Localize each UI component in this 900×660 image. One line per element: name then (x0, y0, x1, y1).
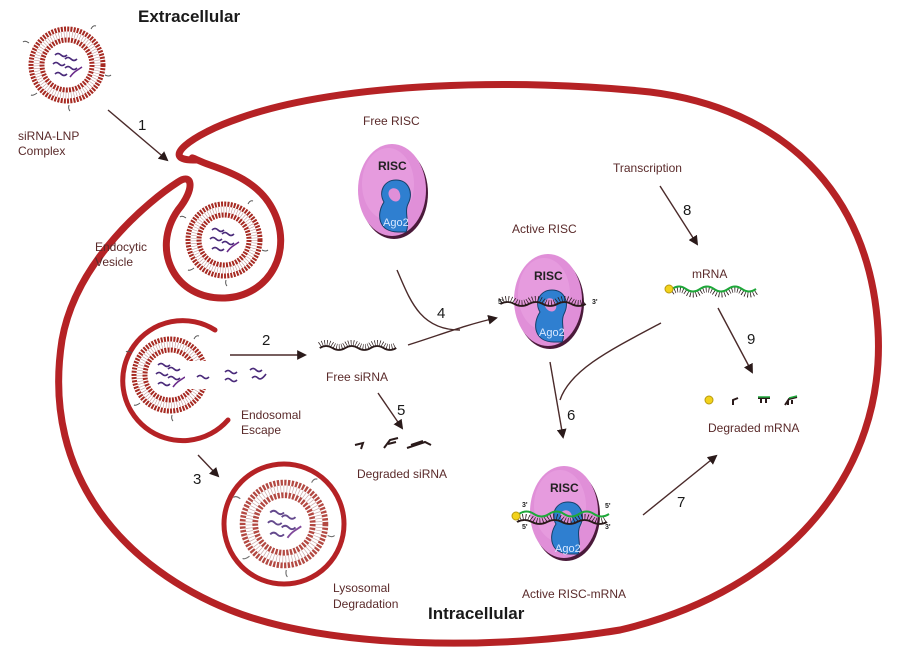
label-endosomal-escape-line2: Escape (241, 423, 281, 437)
label-active-risc: Active RISC (512, 222, 577, 236)
step-2-number: 2 (262, 332, 270, 349)
arrow-step-6-risc (549, 361, 567, 439)
risc-mrna-3prime-top: 3' (522, 502, 528, 509)
step-1-number: 1 (138, 117, 146, 134)
label-endosomal-escape-line1: Endosomal (241, 408, 301, 422)
label-lysosomal-degradation-line2: Degradation (333, 597, 398, 611)
label-endocytic-vesicle-line1: Endocytic (95, 240, 147, 254)
mrna-strand (664, 284, 758, 298)
degraded-sirna-fragments (354, 437, 432, 450)
step-6-number: 6 (567, 407, 575, 424)
released-sirna (196, 367, 267, 383)
risc-mrna-5prime-right: 5' (605, 503, 611, 510)
arrow-step-5 (377, 392, 404, 430)
step-3-number: 3 (193, 471, 201, 488)
active-risc-5prime: 5' (498, 299, 504, 306)
risc-mrna-cap-icon (511, 511, 521, 521)
label-endocytic-vesicle-line2: Vesicle (95, 255, 133, 269)
free-risc-ago2: Ago2 (383, 217, 409, 229)
label-sirna-lnp-line1: siRNA-LNP (18, 129, 79, 143)
arrow-step-1 (107, 109, 169, 162)
active-risc-3prime: 3' (592, 299, 598, 306)
active-risc-mrna-title: RISC (550, 481, 579, 495)
endocytic-vesicle-lnp (180, 201, 268, 286)
step-5-number: 5 (397, 402, 405, 419)
label-sirna-lnp-line2: Complex (18, 144, 65, 158)
label-active-risc-mrna: Active RISC-mRNA (522, 587, 626, 601)
label-mrna: mRNA (692, 267, 727, 281)
step-9-number: 9 (747, 331, 755, 348)
label-free-risc: Free RISC (363, 114, 420, 128)
degraded-mrna-cap-icon (704, 395, 714, 405)
arrow-step-8 (659, 185, 699, 246)
title-intracellular: Intracellular (428, 604, 525, 623)
active-risc-ago2: Ago2 (539, 327, 565, 339)
arrow-step-3 (197, 454, 220, 478)
endosomal-lnp (126, 336, 215, 421)
risc-mrna-3prime-right: 3' (605, 524, 611, 531)
label-degraded-mrna: Degraded mRNA (708, 421, 799, 435)
arrow-step-9 (717, 307, 753, 374)
arrow-step-4-sirna (407, 314, 498, 346)
step-4-number: 4 (437, 305, 445, 322)
mrna-cap-icon (664, 284, 674, 294)
label-free-sirna: Free siRNA (326, 370, 388, 384)
cell-membrane (55, 81, 882, 647)
label-transcription: Transcription (613, 161, 682, 175)
arrow-step-7 (642, 454, 718, 516)
risc-mrna-5prime-bottom: 5' (522, 524, 528, 531)
active-risc-mrna-ago2: Ago2 (555, 543, 581, 555)
degraded-mrna-fragments (704, 395, 798, 406)
step-8-number: 8 (683, 202, 691, 219)
active-risc-title: RISC (534, 269, 563, 283)
label-degraded-sirna: Degraded siRNA (357, 467, 447, 481)
free-risc-complex: RISC Ago2 (358, 144, 428, 239)
free-sirna-duplex (320, 343, 397, 350)
endosome-membrane (120, 318, 231, 444)
arrow-step-4-risc (396, 269, 461, 331)
title-extracellular: Extracellular (138, 7, 240, 26)
sirna-lnp-complex (23, 26, 111, 111)
step-7-number: 7 (677, 494, 685, 511)
label-lysosomal-degradation-line1: Lysosomal (333, 581, 390, 595)
arrow-step-6-mrna (559, 322, 662, 401)
active-risc-mrna-complex: RISC Ago2 3' 5' 5' 3' (511, 466, 611, 561)
active-risc-complex: RISC Ago2 5' 3' (498, 254, 598, 349)
free-risc-title: RISC (378, 159, 407, 173)
